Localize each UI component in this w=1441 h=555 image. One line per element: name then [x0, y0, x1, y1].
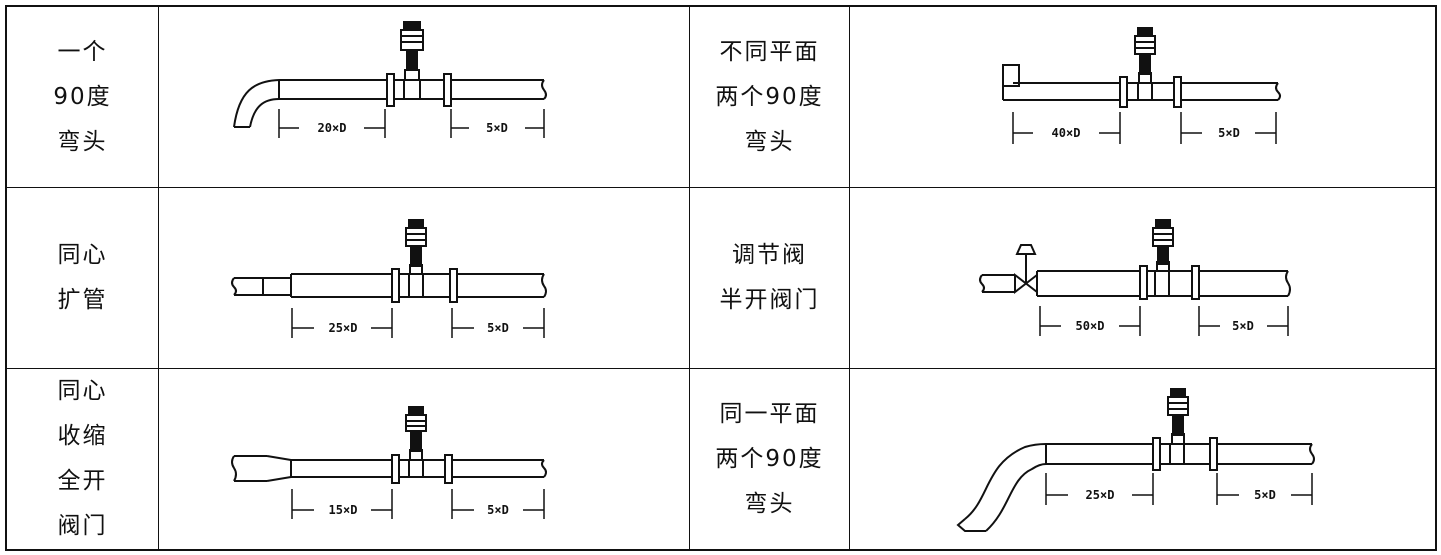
- label-line: 同一平面: [719, 400, 820, 427]
- upstream-length: 25×D: [1086, 488, 1115, 502]
- label-line: 两个90度: [715, 445, 824, 472]
- downstream-length: 5×D: [487, 321, 509, 335]
- label-line: 同心: [57, 378, 108, 404]
- label-line: 弯头: [744, 490, 795, 517]
- label-line: 不同平面: [719, 38, 820, 65]
- downstream-length: 5×D: [486, 121, 508, 135]
- label-line: 阀门: [57, 513, 108, 539]
- upstream-length: 20×D: [318, 121, 347, 135]
- label-line: 两个90度: [715, 83, 824, 110]
- downstream-length: 5×D: [1218, 126, 1240, 140]
- row3-right-label: 同一平面 两个90度 弯头: [690, 369, 849, 549]
- label-line: 半开阀门: [719, 287, 820, 313]
- concentric-reducer-diagram: 15×D 5×D: [159, 369, 689, 549]
- row2-left-label: 同心 扩管: [7, 188, 158, 368]
- row2-right-label: 调节阀 半开阀门: [690, 188, 849, 368]
- row1-right-label: 不同平面 两个90度 弯头: [690, 7, 849, 187]
- installation-requirements-table: [5, 5, 1437, 551]
- column-divider: [689, 5, 690, 551]
- upstream-length: 15×D: [329, 503, 358, 517]
- label-line: 调节阀: [732, 242, 807, 268]
- single-elbow-diagram: 20×D 5×D: [159, 6, 689, 187]
- downstream-length: 5×D: [1254, 488, 1276, 502]
- label-line: 全开: [57, 468, 108, 494]
- upstream-length: 25×D: [329, 321, 358, 335]
- two-elbows-different-planes-diagram: 40×D 5×D: [850, 6, 1435, 187]
- row1-left-label: 一个 90度 弯头: [7, 7, 158, 187]
- label-line: 扩管: [57, 287, 108, 313]
- row3-left-label: 同心 收缩 全开 阀门: [7, 369, 158, 549]
- concentric-expander-diagram: 25×D 5×D: [159, 188, 689, 368]
- downstream-length: 5×D: [487, 503, 509, 517]
- label-line: 90度: [53, 83, 112, 110]
- label-line: 弯头: [57, 128, 108, 155]
- upstream-length: 40×D: [1052, 126, 1081, 140]
- row-divider: [5, 187, 1437, 188]
- label-line: 收缩: [57, 423, 108, 449]
- column-divider: [158, 5, 159, 551]
- label-line: 同心: [57, 242, 108, 268]
- column-divider: [849, 5, 850, 551]
- control-valve-diagram: 50×D 5×D: [850, 188, 1435, 368]
- label-line: 弯头: [744, 128, 795, 155]
- row-divider: [5, 368, 1437, 369]
- upstream-length: 50×D: [1076, 319, 1105, 333]
- two-elbows-same-plane-diagram: 25×D 5×D: [850, 369, 1435, 549]
- downstream-length: 5×D: [1232, 319, 1254, 333]
- label-line: 一个: [57, 38, 108, 65]
